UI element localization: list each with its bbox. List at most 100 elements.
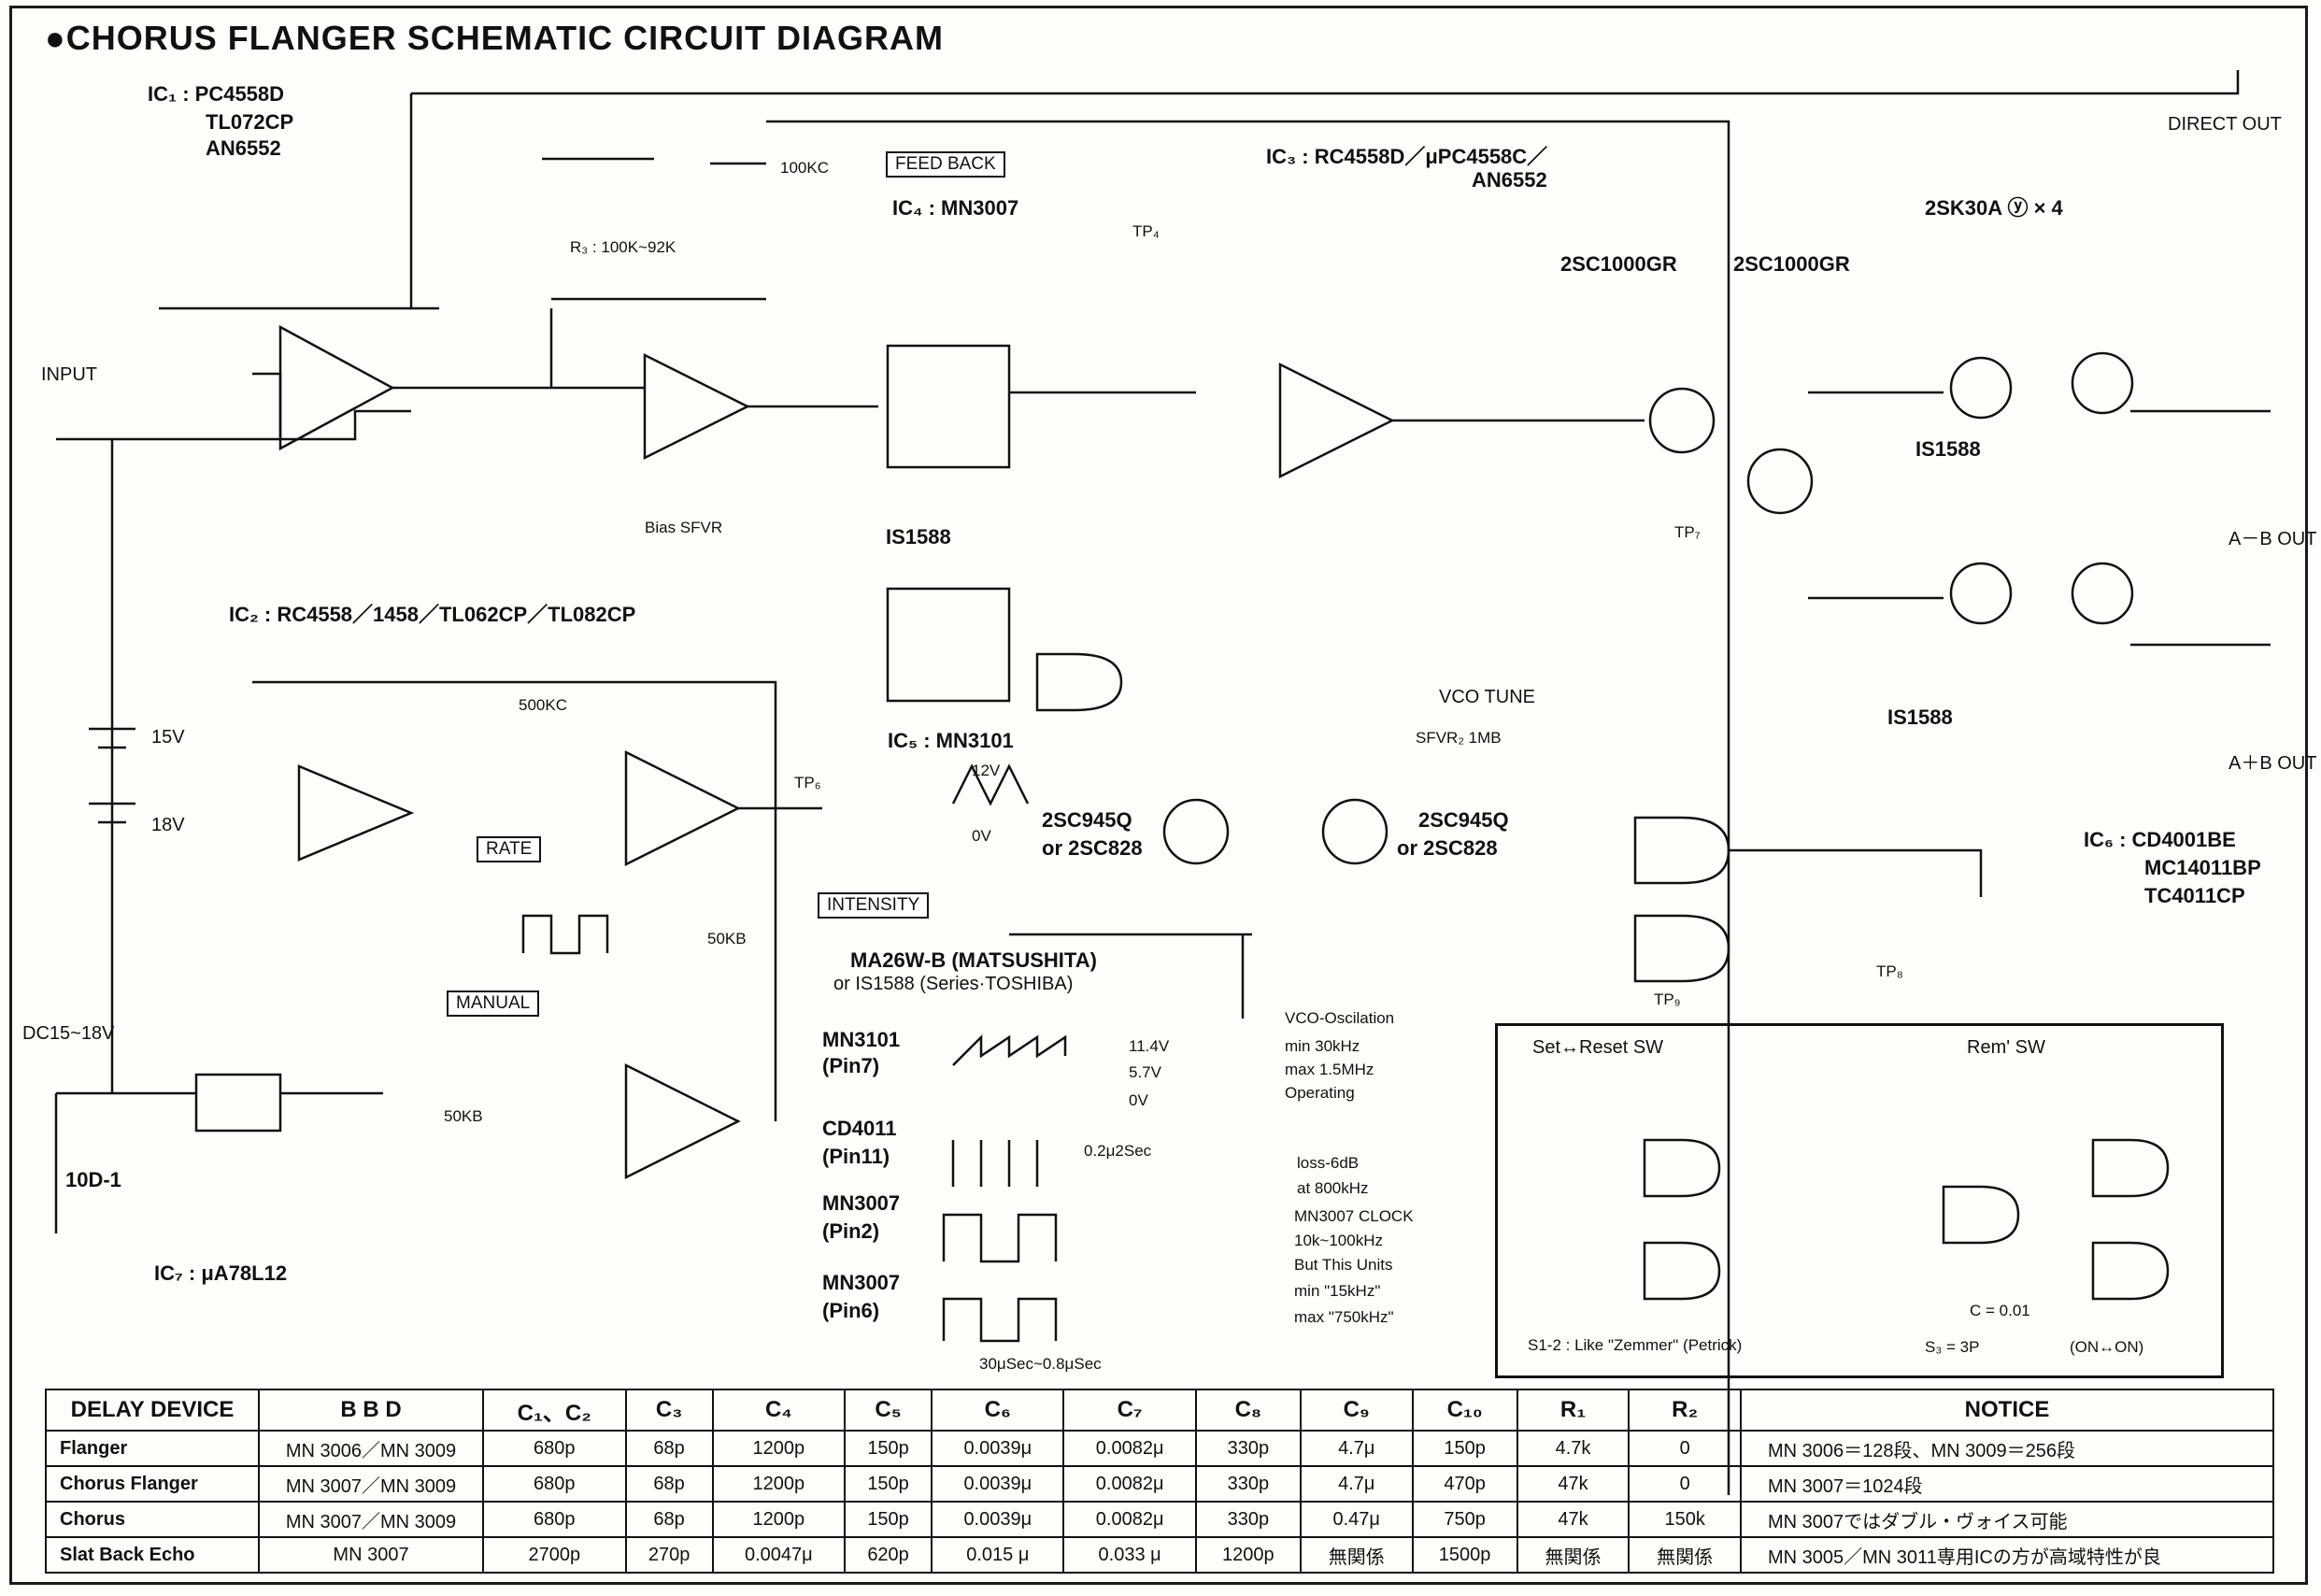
at800-label: at 800kHz <box>1297 1179 1369 1197</box>
diode-10d1: 10D-1 <box>65 1168 121 1191</box>
table-cell: 0.015 μ <box>931 1536 1065 1574</box>
direct-out-label: DIRECT OUT <box>2168 114 2282 135</box>
th-delay-device: DELAY DEVICE <box>45 1389 260 1432</box>
th-c3: C₃ <box>624 1389 714 1432</box>
tp7-label: TP₇ <box>1674 523 1701 541</box>
tp6-label: TP₆ <box>794 774 821 791</box>
loss-label: loss-6dB <box>1297 1154 1360 1172</box>
ic7-regulator <box>194 1073 282 1133</box>
on-on-label: (ON↔ON) <box>2070 1338 2144 1356</box>
q2-label: 2SC1000GR <box>1733 252 1850 276</box>
fet-1 <box>1949 356 2013 420</box>
ic1b-opamp <box>643 352 750 461</box>
table-cell: MN 3007ではダブル・ヴォイス可能 <box>1740 1501 2274 1538</box>
table-cell: 0.0082μ <box>1062 1430 1197 1467</box>
ic4-chip <box>886 344 1011 469</box>
clock-wave-b <box>942 1297 1058 1343</box>
clock-max: max "750kHz" <box>1294 1308 1394 1326</box>
dc-label: DC15~18V <box>22 1023 115 1044</box>
square-wave <box>521 914 609 955</box>
table-cell: 0.0082μ <box>1062 1501 1197 1538</box>
is1588-a: IS1588 <box>886 525 951 549</box>
diode-alt: or IS1588 (Series·TOSHIBA) <box>833 974 1074 994</box>
ff-nand-2 <box>1633 914 1730 983</box>
table-cell: 4.7k <box>1516 1430 1630 1467</box>
ic6-nand <box>1035 652 1123 712</box>
ic1-opamp <box>278 324 395 451</box>
table-cell: 330p <box>1194 1430 1302 1467</box>
th-c6: C₆ <box>931 1389 1065 1432</box>
ic2-label: IC₂ : RC4558／1458／TL062CP／TL082CP <box>229 603 636 626</box>
clock-min: min "15kHz" <box>1294 1282 1381 1300</box>
table-cell: 1200p <box>711 1465 847 1503</box>
wave-mn3007a-pin: (Pin2) <box>822 1219 880 1243</box>
intensity-box: INTENSITY <box>818 892 930 919</box>
table-cell: 0.47μ <box>1299 1501 1414 1538</box>
table-row: Flanger MN 3006／MN 3009 680p 68p 1200p 1… <box>45 1430 2274 1467</box>
table-cell: 750p <box>1411 1501 1518 1538</box>
table-cell: 2700p <box>482 1536 627 1574</box>
table-cell: 無関係 <box>1516 1536 1630 1574</box>
wave-cd4011: CD4011 <box>822 1117 897 1140</box>
table-cell: 1200p <box>711 1501 847 1538</box>
th-c8: C₈ <box>1194 1389 1302 1432</box>
diode-ma26w: MA26W-B (MATSUSHITA) <box>850 948 1097 972</box>
wave-cd4011-pin: (Pin11) <box>822 1145 890 1168</box>
table-cell: 0.0039μ <box>931 1465 1065 1503</box>
period-label: 30μSec~0.8μSec <box>979 1355 1102 1373</box>
table-cell: 0 <box>1628 1465 1742 1503</box>
v114-label: 11.4V <box>1129 1037 1170 1055</box>
v57-label: 5.7V <box>1129 1063 1161 1081</box>
th-c5: C₅ <box>843 1389 933 1432</box>
table-cell: 4.7μ <box>1299 1430 1414 1467</box>
ic2b-opamp <box>624 749 741 867</box>
s3-note: S₃ = 3P <box>1925 1338 1980 1356</box>
r100kc-label: 100KC <box>780 159 829 177</box>
q945b-label: 2SC945Q <box>1418 808 1509 832</box>
table-cell: 620p <box>843 1536 933 1574</box>
table-cell: 68p <box>624 1430 714 1467</box>
th-notice: NOTICE <box>1740 1389 2274 1432</box>
vco-max: max 1.5MHz <box>1285 1061 1374 1078</box>
v0-label: 0V <box>1129 1091 1148 1109</box>
vco-tune-label: VCO TUNE <box>1439 687 1535 707</box>
tri-0v: 0V <box>972 827 991 845</box>
tp9-label: TP₉ <box>1654 990 1681 1008</box>
q2-transistor <box>1746 448 1814 515</box>
wave-mn3007a: MN3007 <box>822 1191 901 1215</box>
ic3-label: IC₃ : RC4558D／μPC4558C／ <box>1266 145 1548 168</box>
ic1-label: IC₁ : PC4558D <box>148 82 285 106</box>
wave-mn3007b-pin: (Pin6) <box>822 1299 880 1322</box>
table-cell: 1500p <box>1411 1536 1518 1574</box>
vco-min: min 30kHz <box>1285 1037 1360 1055</box>
s12-note: S1-2 : Like "Zemmer" (Petrick) <box>1528 1336 1743 1354</box>
q1-transistor <box>1648 387 1716 454</box>
q945a-alt: or 2SC828 <box>1042 836 1143 860</box>
sfvr2-label: SFVR₂ 1MB <box>1416 729 1502 747</box>
ic6-alt2: TC4011CP <box>2144 884 2245 907</box>
ic1-alt1: TL072CP <box>206 110 294 134</box>
r50kb-a-label: 50KB <box>707 930 747 948</box>
delay-device-table: DELAY DEVICE B B D C₁、C₂ C₃ C₄ C₅ C₆ C₇ … <box>45 1389 2274 1574</box>
fet-label: 2SK30A ⓨ × 4 <box>1925 196 2063 220</box>
clock-wave-a <box>942 1213 1058 1263</box>
diagram-title: ●CHORUS FLANGER SCHEMATIC CIRCUIT DIAGRA… <box>45 19 945 57</box>
table-row: Chorus Flanger MN 3007／MN 3009 680p 68p … <box>45 1465 2274 1503</box>
wave-mn3007b: MN3007 <box>822 1271 901 1294</box>
bias-sfvr: Bias SFVR <box>645 519 723 536</box>
table-cell: 0.0047μ <box>711 1536 847 1574</box>
th-c10: C₁₀ <box>1411 1389 1518 1432</box>
tp4-label: TP₄ <box>1132 222 1160 240</box>
v18-label: 18V <box>151 815 185 835</box>
diagram-frame <box>9 6 2308 1585</box>
pulse-width: 0.2μ2Sec <box>1084 1142 1152 1160</box>
table-cell: MN 3007／MN 3009 <box>258 1501 484 1538</box>
q945a-transistor <box>1162 798 1230 865</box>
table-cell: 680p <box>482 1430 627 1467</box>
th-c9: C₉ <box>1299 1389 1414 1432</box>
table-row: Slat Back Echo MN 3007 2700p 270p 0.0047… <box>45 1536 2274 1574</box>
table-cell: 150p <box>1411 1430 1518 1467</box>
q945b-transistor <box>1321 798 1388 865</box>
